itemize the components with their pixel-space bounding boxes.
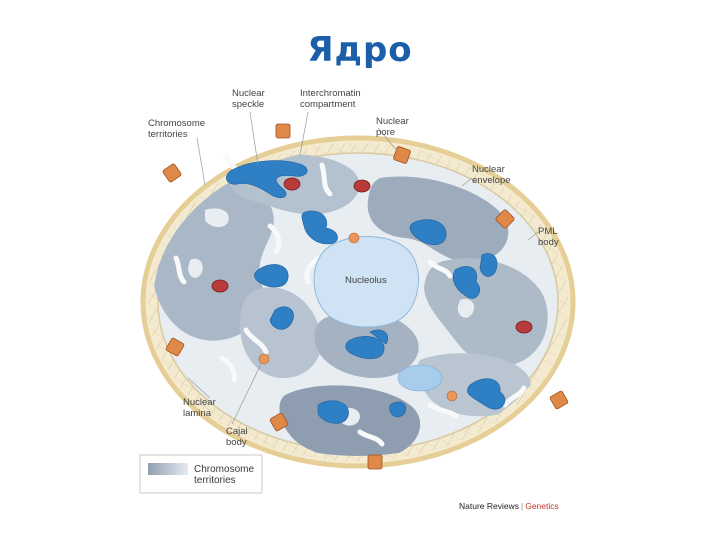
nuclear-pore bbox=[495, 209, 515, 229]
nuclear-pore bbox=[393, 146, 411, 164]
leader-lines bbox=[187, 111, 539, 425]
legend-box bbox=[139, 454, 263, 494]
nuclear-pore bbox=[549, 390, 569, 410]
nuclear-pore bbox=[367, 454, 383, 470]
cajal-bodies bbox=[258, 232, 458, 402]
credit-journal: Nature Reviews bbox=[459, 501, 519, 511]
credit-section: Genetics bbox=[525, 501, 559, 511]
pml-bodies bbox=[211, 177, 533, 334]
nuclear-speckle-main bbox=[226, 160, 308, 199]
pml-body bbox=[211, 279, 229, 293]
cajal-body bbox=[348, 232, 360, 244]
cajal-body bbox=[258, 353, 270, 365]
nuclear-pore bbox=[162, 163, 182, 183]
nuclear-speckle-light bbox=[397, 364, 443, 392]
nuclear-speckles bbox=[226, 160, 506, 424]
nuclear-pore bbox=[275, 123, 291, 139]
pml-body bbox=[353, 179, 371, 193]
cajal-body bbox=[446, 390, 458, 402]
nucleolus-label: Nucleolus bbox=[345, 275, 387, 286]
interchromatin-channels bbox=[173, 154, 527, 447]
nuclear-pore bbox=[165, 337, 185, 357]
nucleolus bbox=[313, 236, 419, 328]
pml-body bbox=[283, 177, 301, 191]
legend-swatch bbox=[148, 463, 188, 475]
credit-separator: | bbox=[521, 501, 524, 511]
nuclear-pore bbox=[269, 412, 289, 432]
pml-body bbox=[515, 320, 533, 334]
nuclear-pores bbox=[162, 123, 569, 470]
territory-top-right bbox=[367, 176, 509, 262]
slide-title: Ядро bbox=[307, 30, 413, 70]
source-credit: Nature Reviews|Genetics bbox=[459, 501, 559, 511]
